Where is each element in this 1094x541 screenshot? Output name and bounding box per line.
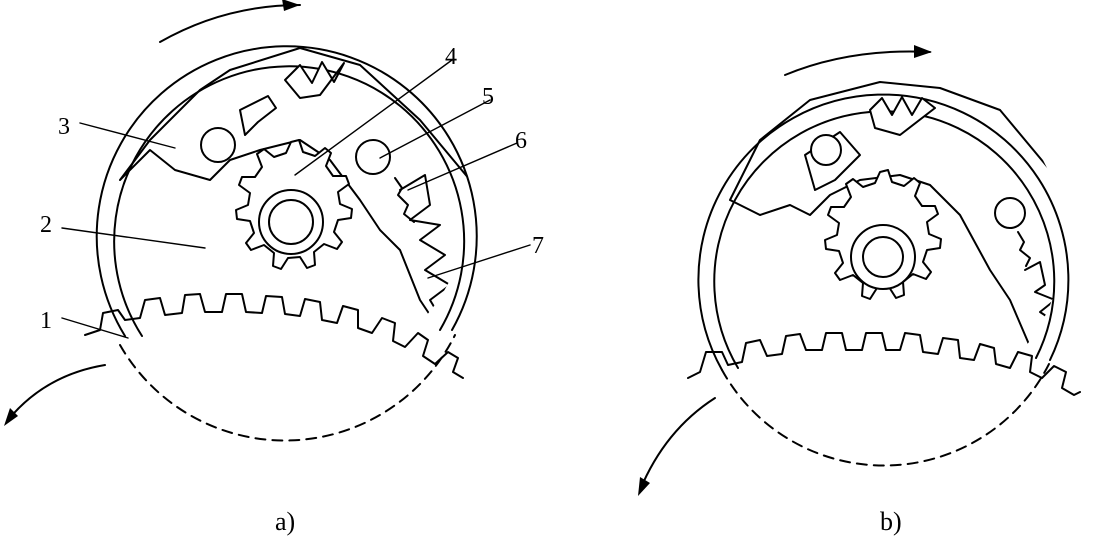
hatched-housing-a (119, 47, 469, 331)
rotation-arrow-bottom-a (4, 364, 106, 426)
rotation-arrow-top-b (784, 45, 932, 76)
gear-a (235, 139, 353, 270)
ring-gear-a (84, 293, 464, 379)
spring-a (394, 177, 415, 223)
spring-b (1017, 231, 1031, 267)
part-label-7: 7 (532, 233, 544, 259)
dashed-circle-b (721, 361, 1051, 467)
ring-gear-b (687, 332, 1081, 396)
leader-lines-a (61, 59, 531, 339)
caption-b: b) (880, 507, 902, 536)
rotation-arrow-bottom-b (638, 397, 716, 496)
roller-right-b (994, 197, 1026, 229)
part-label-3: 3 (58, 114, 70, 140)
rotation-arrow-top-a (159, 0, 301, 43)
roller-left-b (810, 134, 842, 166)
roller-left-a (200, 127, 236, 163)
part-label-6: 6 (515, 128, 527, 154)
caption-a: a) (275, 507, 295, 536)
part-label-1: 1 (40, 308, 52, 334)
panel-b: b) (638, 45, 1081, 536)
part-label-4: 4 (445, 44, 457, 70)
outer-ring-a (95, 45, 478, 337)
dashed-circle-a (119, 334, 456, 442)
gear-b (824, 169, 942, 300)
panel-a: 1 2 3 4 5 6 7 a) (4, 0, 544, 536)
part-label-2: 2 (40, 212, 52, 238)
roller-right-a (355, 139, 391, 175)
part-label-5: 5 (482, 84, 494, 110)
